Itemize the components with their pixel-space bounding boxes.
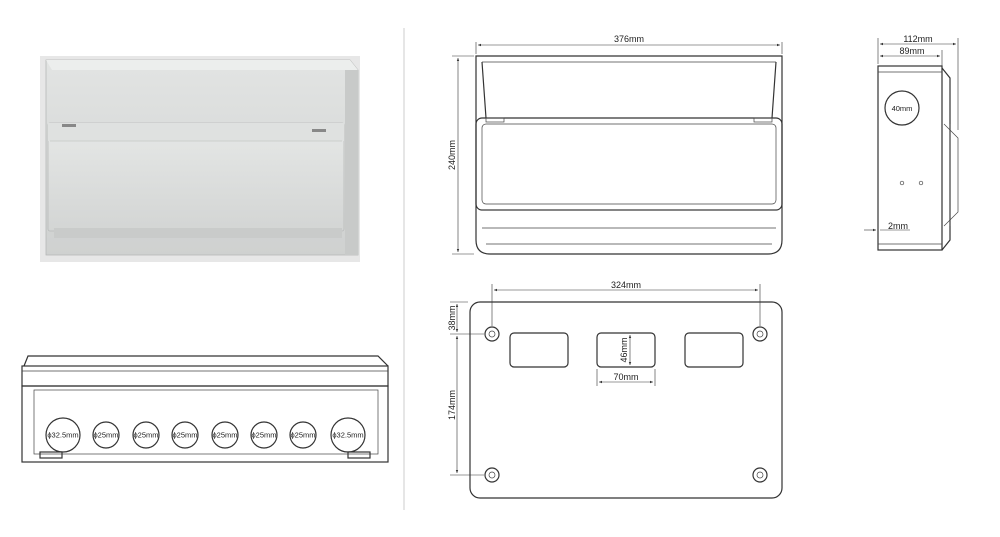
front-view: 376mm 240mm xyxy=(447,34,783,255)
back-cutout-height-label: 46mm xyxy=(619,337,629,362)
knockout-circle xyxy=(289,421,317,449)
knockout-label: ϕ25mm xyxy=(290,431,315,440)
mounting-hole xyxy=(484,326,500,342)
knockout-label: ϕ25mm xyxy=(251,431,276,440)
knockout-circle xyxy=(45,417,81,453)
knockout-circle xyxy=(92,421,120,449)
mounting-hole xyxy=(752,326,768,342)
mounting-hole xyxy=(484,467,500,483)
mounting-hole xyxy=(752,467,768,483)
back-cutout xyxy=(684,332,744,368)
knockout-label: ϕ25mm xyxy=(172,431,197,440)
knockout-circle xyxy=(132,421,160,449)
side-wall-label: 2mm xyxy=(888,221,908,231)
product-photo xyxy=(40,56,360,262)
back-view: 324mm 38mm 174mm 46mm 70mm xyxy=(447,280,783,499)
back-hole-spacing-h-label: 324mm xyxy=(611,280,641,290)
knockout-label: ϕ32.5mm xyxy=(47,431,78,440)
knockout-circle xyxy=(211,421,239,449)
knockout-circle xyxy=(330,417,366,453)
bottom-view: ϕ32.5mm ϕ25mm ϕ25mm ϕ25mm ϕ25mm ϕ25mm ϕ25mm ϕ32… xyxy=(21,355,389,463)
knockout-circle xyxy=(171,421,199,449)
back-hole-spacing-v-label: 174mm xyxy=(447,390,457,420)
side-knockout-circle xyxy=(884,90,920,126)
side-knockout-label: 40mm xyxy=(892,104,913,113)
front-height-label: 240mm xyxy=(447,140,457,170)
side-depth-total-label: 112mm xyxy=(903,34,932,44)
back-top-offset-label: 38mm xyxy=(447,305,457,330)
knockout-label: ϕ25mm xyxy=(212,431,237,440)
side-depth-body-label: 89mm xyxy=(899,46,924,56)
knockout-label: ϕ25mm xyxy=(93,431,118,440)
knockout-circle xyxy=(250,421,278,449)
back-cutout xyxy=(509,332,569,368)
back-cutout-width-label: 70mm xyxy=(613,372,638,382)
side-view: 40mm 112mm 89mm 2mm xyxy=(864,34,959,251)
knockout-label: ϕ25mm xyxy=(133,431,158,440)
front-width-label: 376mm xyxy=(614,34,644,44)
knockout-label: ϕ32.5mm xyxy=(332,431,363,440)
